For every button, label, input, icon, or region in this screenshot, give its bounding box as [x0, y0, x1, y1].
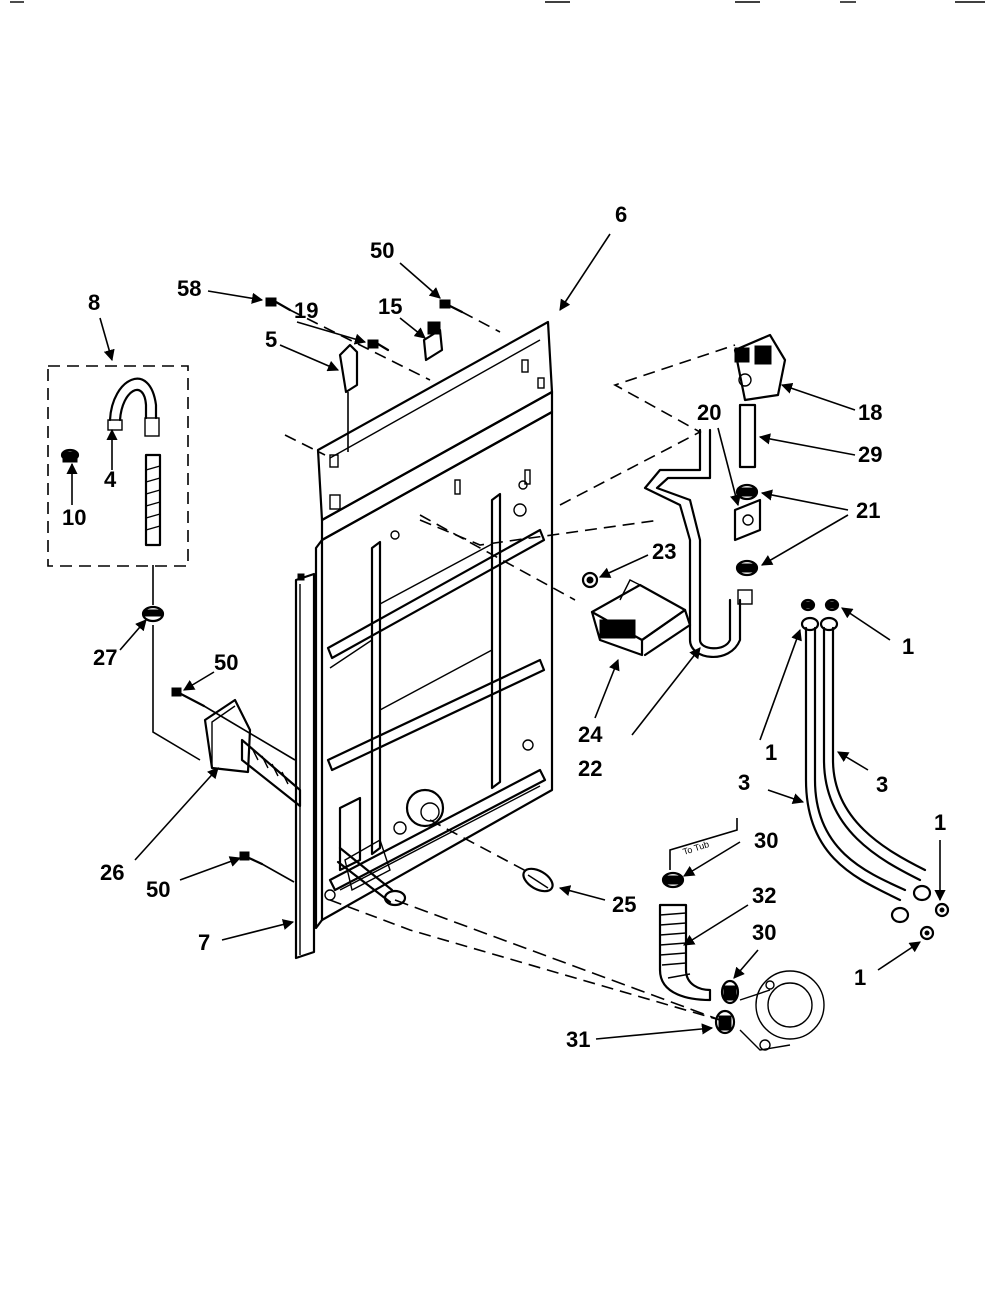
plug-25: [522, 867, 554, 893]
callout-6: 6: [615, 202, 627, 227]
callout-26: 26: [100, 860, 124, 885]
callout-30-bottom: 30: [752, 920, 776, 945]
callout-20: 20: [697, 400, 721, 425]
screw-19: [367, 339, 390, 352]
hose-tag-label: To Tub: [682, 839, 711, 857]
clip-15: [422, 321, 444, 362]
leader-lines: [66, 233, 946, 1040]
clamp-27: [141, 605, 165, 623]
callout-24: 24: [578, 722, 603, 747]
valve-assembly: [733, 333, 787, 577]
callout-31: 31: [566, 1027, 590, 1052]
pump-outline: [739, 970, 825, 1051]
callout-19: 19: [294, 298, 318, 323]
screw-50-left: [171, 687, 206, 708]
hose-bracket-26: [203, 698, 302, 808]
callout-15: 15: [378, 294, 402, 319]
callout-7: 7: [198, 930, 210, 955]
callout-29: 29: [858, 442, 882, 467]
callout-32: 32: [752, 883, 776, 908]
pressure-switch-24: [581, 571, 692, 657]
detail-box-8: [47, 365, 189, 567]
callout-labels: 6 50 58 19 15 5 8 4 10 27 50 26 50 7 18 …: [62, 202, 946, 1052]
callout-58: 58: [177, 276, 201, 301]
callout-23: 23: [652, 539, 676, 564]
callout-1-right: 1: [934, 810, 946, 835]
callout-1-bottom: 1: [854, 965, 866, 990]
callout-21: 21: [856, 498, 880, 523]
callout-3-left: 3: [738, 770, 750, 795]
callout-1-top: 1: [902, 634, 914, 659]
inlet-hoses-3: [800, 598, 950, 941]
callout-4: 4: [104, 467, 117, 492]
side-rail: [294, 572, 316, 960]
callout-1-left: 1: [765, 740, 777, 765]
callout-50-bottom: 50: [146, 877, 170, 902]
callout-18: 18: [858, 400, 882, 425]
callout-50-left: 50: [214, 650, 238, 675]
callout-5: 5: [265, 327, 277, 352]
callout-3-right: 3: [876, 772, 888, 797]
callout-22: 22: [578, 756, 602, 781]
screw-50-bottom: [239, 851, 264, 866]
callout-8: 8: [88, 290, 100, 315]
callout-10: 10: [62, 505, 86, 530]
callout-27: 27: [93, 645, 117, 670]
callout-50-top: 50: [370, 238, 394, 263]
screw-58: [265, 297, 292, 312]
callout-25: 25: [612, 892, 636, 917]
screw-50-top: [439, 299, 464, 314]
callout-30-top: 30: [754, 828, 778, 853]
hook-5: [338, 343, 359, 452]
rear-panel: [314, 320, 554, 930]
